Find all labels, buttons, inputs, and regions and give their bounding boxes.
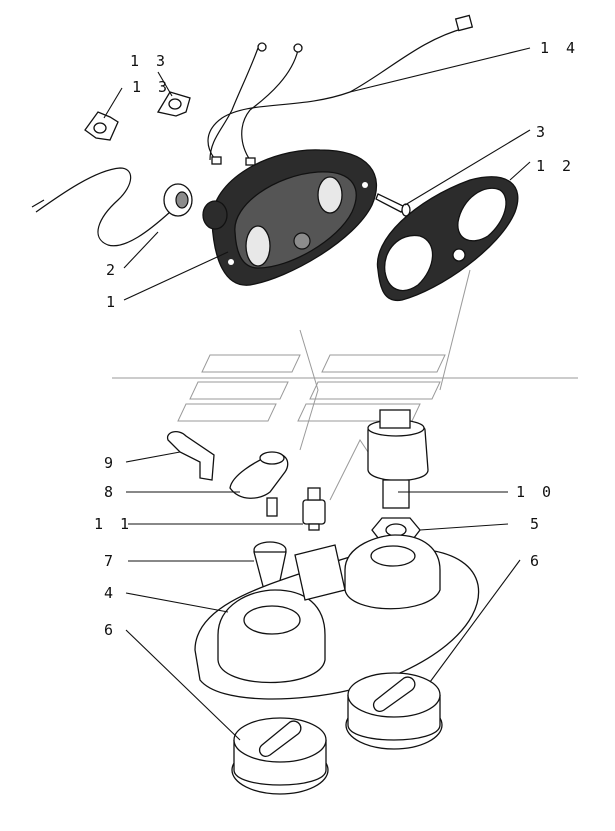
label-1: 1 bbox=[106, 293, 119, 311]
instrument-base bbox=[194, 534, 480, 700]
watermark-logo bbox=[112, 269, 578, 501]
label-6-left: 6 bbox=[104, 621, 117, 639]
cable-clip-right bbox=[156, 91, 191, 117]
label-2: 2 bbox=[106, 261, 119, 279]
pressure-sender bbox=[367, 409, 429, 509]
cam-lever bbox=[229, 451, 289, 517]
cable-with-grommet bbox=[31, 167, 193, 247]
label-9: 9 bbox=[104, 454, 117, 472]
label-5: 5 bbox=[530, 515, 543, 533]
leader-lines bbox=[103, 47, 531, 741]
cable-clip-left bbox=[84, 111, 119, 141]
label-7: 7 bbox=[104, 552, 117, 570]
label-12: 1 2 bbox=[536, 157, 575, 175]
sender-switch bbox=[302, 487, 326, 531]
gasket-plate bbox=[376, 176, 519, 302]
label-8: 8 bbox=[104, 483, 117, 501]
label-6-right: 6 bbox=[530, 552, 543, 570]
label-3: 3 bbox=[536, 123, 549, 141]
wiring-harness bbox=[207, 14, 474, 166]
label-13-upper: 1 3 bbox=[130, 52, 169, 70]
label-13-lower: 1 3 bbox=[132, 78, 171, 96]
label-11: 1 1 bbox=[94, 515, 133, 533]
screw bbox=[375, 193, 411, 217]
instrument-housing bbox=[202, 149, 377, 286]
label-14: 1 4 bbox=[540, 39, 579, 57]
part-labels: 1 3 1 3 1 4 3 1 2 2 1 9 8 1 0 1 1 5 7 6 … bbox=[94, 39, 579, 639]
label-10: 1 0 bbox=[516, 483, 555, 501]
bracket bbox=[166, 430, 215, 481]
plug-left bbox=[231, 717, 329, 795]
plug-right bbox=[345, 672, 443, 750]
label-4: 4 bbox=[104, 584, 117, 602]
